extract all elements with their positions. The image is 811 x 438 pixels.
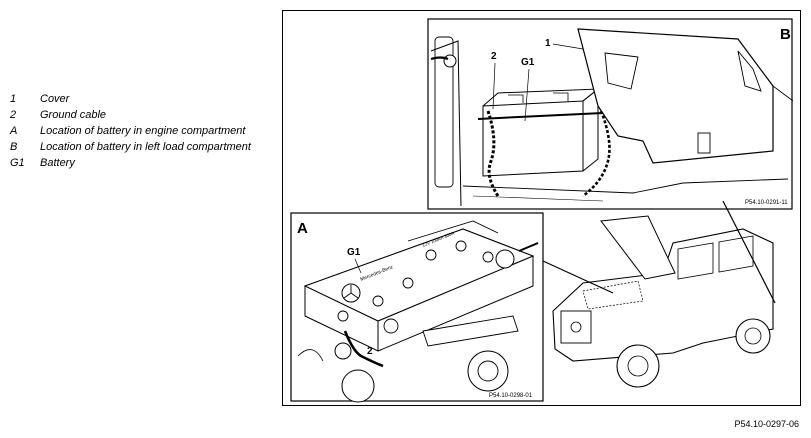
vehicle-window: [677, 242, 714, 280]
battery-g1-body: [482, 100, 584, 177]
mercedes-star-icon: [341, 283, 361, 303]
ground-cable-2-a: [343, 330, 384, 368]
legend-text: Location of battery in left load compart…: [40, 141, 251, 153]
engine-component: [422, 315, 519, 347]
leader-cover-1: [552, 43, 584, 50]
battery-rear-top: [407, 220, 499, 242]
cell-cap: [337, 310, 349, 322]
legend-item-location-load: B Location of battery in left load compa…: [10, 141, 280, 154]
pillar-bolt: [443, 54, 457, 68]
battery-terminal-2: [553, 92, 569, 101]
legend-item-battery: G1 Battery: [10, 157, 280, 170]
legend: 1 Cover 2 Ground cable A Location of bat…: [10, 93, 280, 173]
front-wheel: [616, 344, 660, 388]
battery-side-face: [377, 256, 534, 352]
legend-key: 1: [10, 93, 17, 105]
cover-latch: [697, 132, 711, 154]
fluid-cap: [341, 369, 375, 403]
panel-b-letter: B: [780, 26, 791, 43]
cell-cap: [425, 249, 437, 261]
legend-text: Battery: [40, 157, 75, 169]
engine-bay: [582, 280, 644, 310]
ground-cable-2: [486, 110, 500, 197]
cover-grip-left: [604, 52, 639, 90]
front-wheel-rim: [627, 355, 649, 377]
pillar-line: [430, 40, 462, 207]
leader-ground-cable-2: [492, 62, 496, 110]
legend-item-location-engine: A Location of battery in engine compartm…: [10, 125, 280, 138]
legend-text: Cover: [40, 93, 70, 105]
legend-item-ground-cable: 2 Ground cable: [10, 109, 280, 122]
rear-wheel-rim: [744, 327, 762, 345]
label-ground-cable-2-a: 2: [367, 346, 373, 357]
panel-a-ref: P54.10-0298-01: [489, 393, 533, 399]
seat-belt: [430, 56, 449, 61]
ground-terminal: [334, 342, 352, 360]
illustration-canvas: B 1 2 G1 P54.10-0291-11: [290, 18, 794, 403]
cell-cap: [372, 295, 384, 307]
rear-wheel: [735, 318, 771, 354]
callout-b: [722, 200, 776, 304]
legend-text: Location of battery in engine compartmen…: [40, 125, 246, 137]
panel-a-letter: A: [297, 220, 308, 237]
cover-edge: [772, 85, 794, 102]
legend-text: Ground cable: [40, 109, 107, 121]
label-battery-g1-a: G1: [347, 247, 361, 258]
technical-illustration: B 1 2 G1 P54.10-0291-11: [282, 10, 801, 406]
reservoir-cap-inner: [477, 360, 499, 382]
legend-key: B: [10, 141, 18, 153]
floor-line: [462, 178, 789, 194]
vehicle-window: [718, 235, 754, 273]
cover-grip-right: [737, 50, 762, 92]
cell-cap: [402, 277, 414, 289]
legend-key: A: [10, 125, 18, 137]
panel-a: Mercedes-Benz 12V 100Ah 300A A G1 2 P54.…: [290, 212, 544, 403]
label-ground-cable-2: 2: [491, 51, 497, 62]
positive-terminal: [495, 249, 515, 269]
positive-cable: [582, 110, 611, 198]
vehicle-grille: [560, 310, 592, 344]
legend-key: G1: [10, 157, 25, 169]
battery-g1-side: [582, 87, 599, 172]
cell-cap: [482, 251, 494, 263]
reservoir-cap: [467, 350, 509, 392]
label-battery-g1-b: G1: [521, 57, 535, 68]
battery-terminal: [508, 94, 524, 103]
vehicle-emblem: [570, 321, 582, 333]
leader-battery-g1-b: [524, 68, 530, 122]
leader-battery-g1-a: [354, 258, 362, 274]
hose-line: [297, 349, 324, 362]
panel-b-ref: P54.10-0291-11: [745, 200, 788, 206]
vehicle-overview: [542, 200, 776, 388]
panel-b: B 1 2 G1 P54.10-0291-11: [427, 18, 794, 210]
floor-line-2: [472, 195, 604, 202]
legend-key: 2: [10, 109, 17, 121]
legend-item-cover: 1 Cover: [10, 93, 280, 106]
mercedes-star-lines: [343, 285, 359, 299]
cell-cap: [455, 240, 467, 252]
pillar-panel: [434, 36, 454, 188]
recycle-icon: [383, 318, 399, 334]
positive-cable-a: [518, 242, 539, 252]
callout-a: [542, 260, 614, 294]
battery-front-face: [304, 286, 379, 352]
hold-down-bracket: [477, 112, 604, 120]
label-cover-1: 1: [545, 38, 551, 49]
figure-reference: P54.10-0297-06: [734, 419, 799, 429]
raised-hood: [600, 215, 676, 280]
